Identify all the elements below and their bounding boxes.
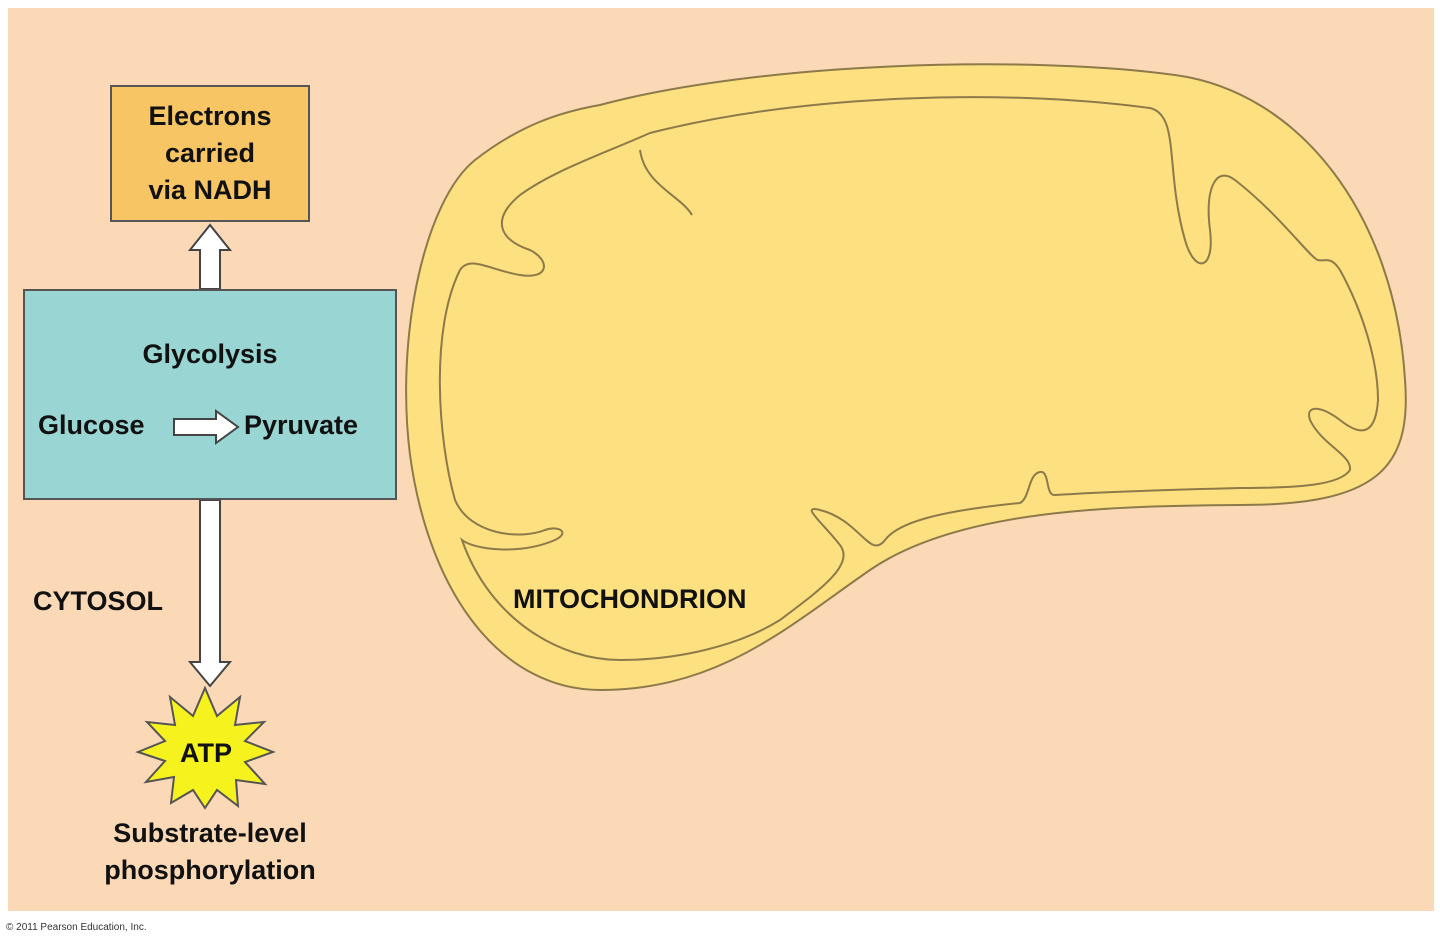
cytosol-label: CYTOSOL [33, 586, 164, 616]
mitochondrion-outer-membrane [405, 63, 1407, 692]
nadh-box: Electrons carried via NADH [110, 85, 310, 222]
nadh-line-1: Electrons [148, 101, 272, 131]
atp-starburst [135, 685, 276, 810]
mitochondrion-label: MITOCHONDRION [513, 584, 747, 614]
arrow-down-to-atp [187, 499, 233, 688]
nadh-line-3: via NADH [148, 175, 272, 205]
arrow-up-to-nadh [187, 223, 233, 290]
nadh-line-2: carried [164, 138, 256, 168]
mitochondrion-inner-membrane [438, 96, 1380, 662]
mitochondrion-crista [639, 149, 693, 216]
pyruvate-label: Pyruvate [244, 410, 359, 440]
glycolysis-title: Glycolysis [142, 339, 278, 369]
atp-label: ATP [180, 738, 232, 768]
glycolysis-box [23, 289, 397, 500]
substrate-level-label: Substrate-level phosphorylation [60, 815, 360, 889]
substrate-line-2: phosphorylation [104, 855, 316, 885]
glucose-label: Glucose [38, 410, 145, 440]
substrate-line-1: Substrate-level [113, 818, 307, 848]
copyright-notice: © 2011 Pearson Education, Inc. [6, 922, 147, 933]
nadh-box-label: Electrons carried via NADH [148, 98, 271, 209]
glucose-to-pyruvate-arrow-icon [173, 409, 240, 445]
